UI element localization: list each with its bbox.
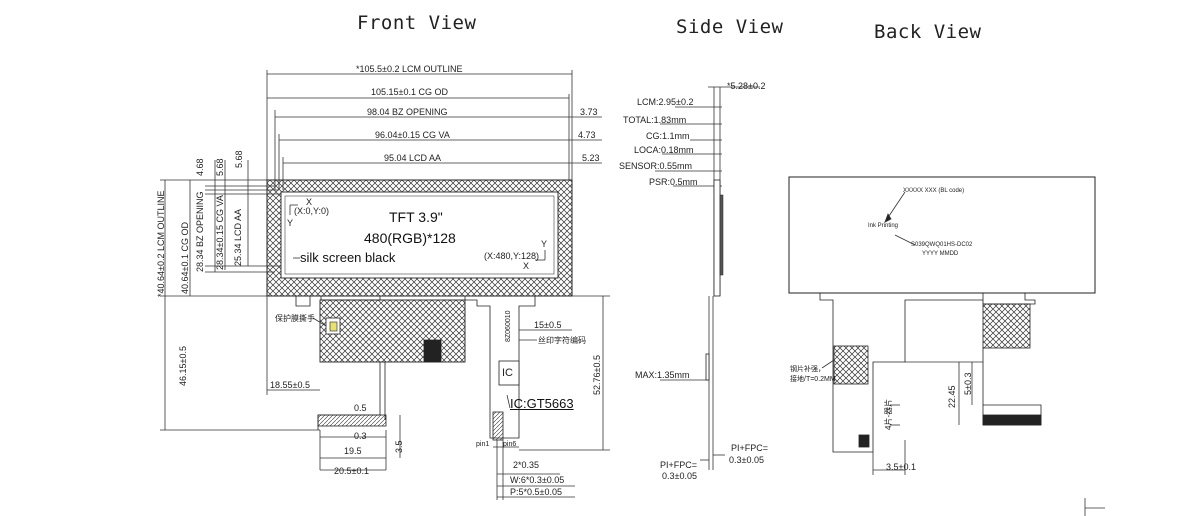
back-dim-503: 5±0.3	[963, 372, 973, 395]
back-part-number: S039QWQ01HS-DC02	[911, 242, 973, 248]
dim-35: 3.5	[394, 440, 404, 453]
side-total-thickness: TOTAL:1.83mm	[623, 115, 687, 125]
back-dim-2245: 22.45	[947, 385, 957, 408]
dim-lcm-outline-width: *105.5±0.2 LCM OUTLINE	[356, 64, 463, 74]
dim-5276: 52.76±0.5	[592, 355, 602, 395]
protection-film-label: 保护膜撕手	[275, 314, 315, 323]
dim-cg-od-width: 105.15±0.1 CG OD	[371, 87, 448, 97]
side-pi-fpc-left-2: 0.3±0.05	[662, 471, 697, 481]
ic-model-label: IC:GT5663	[510, 396, 574, 411]
back-view-title: Back View	[874, 21, 982, 43]
end-x-label: X	[523, 261, 530, 271]
dim-lcd-aa-height: 25.34 LCD AA	[233, 208, 243, 266]
dim-pin-pitch: P:5*0.5±0.05	[510, 487, 562, 497]
dim-bz-opening-height: 28.34 BZ OPENING	[195, 191, 205, 272]
dim-cg-od-height: 40.64±0.1 CG OD	[180, 222, 190, 294]
fpc-code-label: 8Z060010	[505, 310, 512, 342]
back-dim-35: 3.5±0.1	[886, 462, 916, 472]
back-steel-note-2: 接地/T=0.2MM	[790, 376, 836, 383]
origin-y-label: Y	[287, 218, 294, 228]
pin1-label: pin1	[476, 441, 490, 448]
back-bl-code: XXXXX XXX (BL code)	[903, 188, 965, 194]
dim-1855: 18.55±0.5	[270, 380, 310, 390]
side-view-title: Side View	[676, 16, 784, 38]
back-dim-4pad: 4片-器片	[884, 398, 893, 430]
side-pi-fpc-right-1: PI+FPC=	[731, 443, 769, 453]
side-pi-fpc-left-1: PI+FPC=	[660, 460, 698, 470]
dim-15: 15±0.5	[534, 320, 562, 330]
dim-05: 0.5	[354, 403, 367, 413]
side-pi-fpc-right-2: 0.3±0.05	[729, 455, 764, 465]
dim-offset-523: 5.23	[582, 153, 600, 163]
dim-cg-va-height: 28.34±0.15 CG VA	[215, 195, 225, 270]
side-max-thickness: MAX:1.35mm	[635, 370, 690, 380]
silk-print-code-label: 丝印字符编码	[538, 336, 586, 345]
origin-coordinate-label: (X:0,Y:0)	[294, 206, 330, 216]
side-lcm-thickness: LCM:2.95±0.2	[637, 97, 694, 107]
back-steel-note-1: 钢片补强，	[790, 366, 825, 373]
end-coordinate-label: (X:480,Y:128)	[484, 251, 540, 261]
dim-offset-568b: 5.68	[234, 150, 244, 168]
front-view-title: Front View	[357, 12, 477, 34]
display-resolution-label: 480(RGB)*128	[364, 230, 456, 246]
dim-195: 19.5	[344, 446, 362, 456]
dim-offset-568a: 5.68	[215, 158, 225, 176]
back-ink-printing: Ink Printing	[868, 223, 899, 229]
side-sensor-thickness: SENSOR:0.55mm	[619, 161, 693, 171]
origin-x-label: X	[306, 197, 313, 207]
front-view-drawing	[160, 70, 610, 500]
dim-offset-468: 4.68	[195, 158, 205, 176]
side-cg-thickness: CG:1.1mm	[646, 131, 690, 141]
back-date-code: YYYY MMDD	[922, 251, 959, 257]
dim-lcd-aa-width: 95.04 LCD AA	[384, 153, 442, 163]
dim-205: 20.5±0.1	[334, 466, 369, 476]
side-psr-thickness: PSR:0.5mm	[649, 177, 698, 187]
dim-528: *5.28±0.2	[727, 81, 766, 91]
pin6-label: pin6	[503, 441, 517, 448]
dim-lcm-outline-height: *40.64±0.2 LCM OUTLINE	[156, 190, 166, 297]
dim-offset-473: 4.73	[578, 130, 596, 140]
dim-pin-width: W:6*0.3±0.05	[510, 475, 565, 485]
back-view-drawing	[788, 176, 1105, 516]
silk-screen-label: silk screen black	[300, 250, 396, 265]
display-type-label: TFT 3.9"	[389, 209, 443, 225]
dim-03: 0.3	[354, 431, 367, 441]
end-y-label: Y	[541, 239, 548, 249]
dim-cg-va-width: 96.04±0.15 CG VA	[375, 130, 450, 140]
side-view-drawing	[655, 86, 760, 470]
dim-bz-opening-width: 98.04 BZ OPENING	[367, 107, 448, 117]
dim-2x035: 2*0.35	[513, 460, 540, 470]
dim-offset-373: 3.73	[580, 107, 598, 117]
side-loca-thickness: LOCA:0.18mm	[634, 145, 694, 155]
ic-box-label: IC	[502, 367, 513, 379]
dim-4615: 46.15±0.5	[178, 346, 188, 386]
